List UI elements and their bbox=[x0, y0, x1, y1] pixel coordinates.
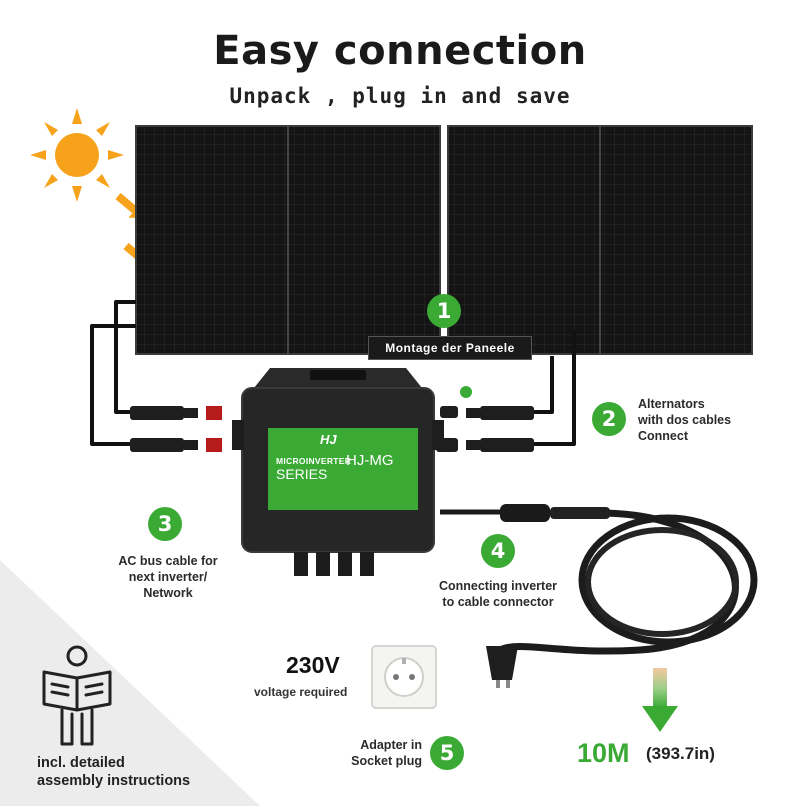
cable-connector-icon bbox=[500, 504, 610, 522]
step-2-badge: 2 bbox=[592, 402, 626, 436]
schuko-plug-icon bbox=[486, 646, 518, 688]
solar-panel-icon bbox=[135, 125, 753, 355]
manual-caption-line: assembly instructions bbox=[37, 773, 191, 789]
step-4-label-line: Connecting inverter bbox=[438, 579, 558, 593]
step-2-label: Alternators with dos cables Connect bbox=[638, 396, 731, 444]
down-arrow-icon bbox=[642, 668, 678, 732]
voltage-caption: voltage required bbox=[254, 685, 348, 699]
mini-step-marker bbox=[460, 386, 472, 398]
step-5-label: Adapter in Socket plug bbox=[336, 737, 422, 769]
step-2-label-line: Connect bbox=[638, 429, 688, 443]
step-2-label-line: Alternators bbox=[638, 397, 705, 411]
step-1-badge: 1 bbox=[427, 294, 461, 328]
manual-caption-line: incl. detailed bbox=[37, 755, 125, 771]
wall-socket-icon bbox=[371, 645, 437, 709]
step-3-label-line: AC bus cable for bbox=[118, 554, 218, 568]
step-4-badge: 4 bbox=[481, 534, 515, 568]
step-3-label-line: Network bbox=[143, 586, 193, 600]
mc4-connector-icon-right bbox=[436, 406, 534, 452]
step-3-label: AC bus cable for next inverter/ Network bbox=[108, 553, 228, 601]
page-subtitle: Unpack , plug in and save bbox=[229, 84, 571, 108]
step-4-label-line: to cable connector bbox=[442, 595, 554, 609]
step-5-label-line: Socket plug bbox=[351, 754, 422, 768]
inverter-line2: SERIES bbox=[276, 466, 328, 482]
mc4-connector-icon bbox=[130, 406, 222, 452]
inverter-model: HJ-MG bbox=[346, 452, 394, 469]
step-3-badge: 3 bbox=[148, 507, 182, 541]
reading-manual-person-icon bbox=[42, 645, 112, 746]
step-3-label-line: next inverter/ bbox=[128, 570, 208, 584]
cable-length: 10M bbox=[577, 738, 630, 768]
step-1-label: Montage der Paneele bbox=[368, 336, 532, 360]
step-5-label-line: Adapter in bbox=[360, 738, 422, 752]
step-5-badge: 5 bbox=[430, 736, 464, 770]
cable-length-imperial: (393.7in) bbox=[646, 744, 715, 763]
inverter-logo: HJ bbox=[320, 432, 337, 447]
inverter-line1: MICROINVERTER bbox=[276, 456, 352, 466]
step-2-label-line: with dos cables bbox=[638, 413, 732, 427]
voltage-value: 230V bbox=[286, 652, 340, 678]
sun-icon bbox=[30, 108, 124, 202]
manual-caption: incl. detailed assembly instructions bbox=[37, 754, 190, 790]
page-title: Easy connection bbox=[213, 28, 587, 74]
step-4-label: Connecting inverter to cable connector bbox=[428, 578, 568, 610]
microinverter-icon bbox=[232, 368, 444, 576]
